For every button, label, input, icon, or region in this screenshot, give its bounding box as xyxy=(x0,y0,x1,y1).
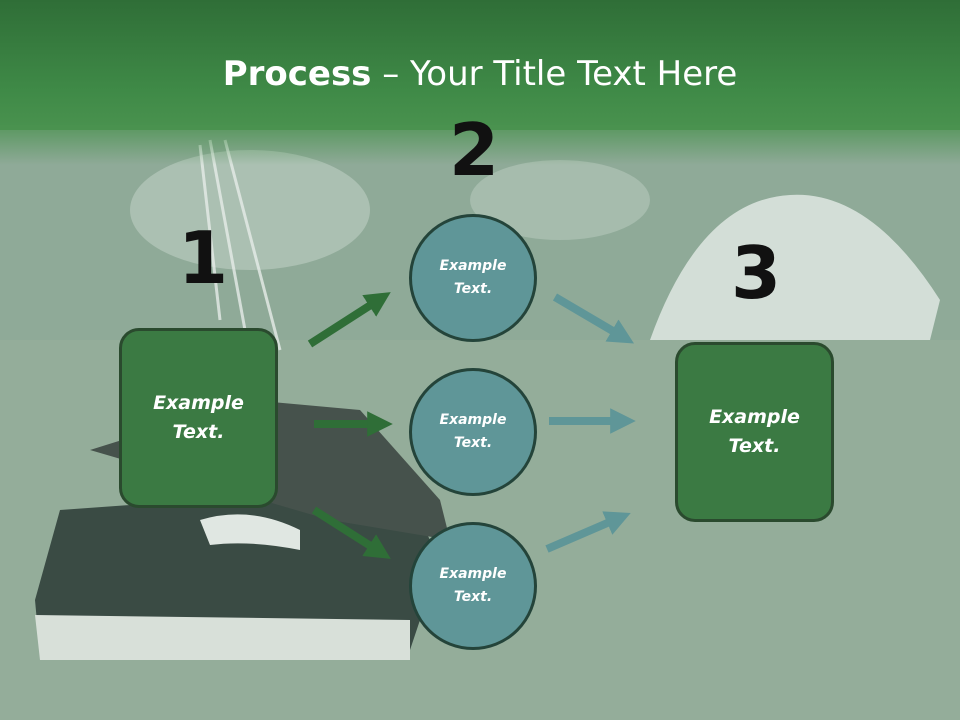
title-bold: Process xyxy=(222,54,372,94)
step1-box: Example Text. xyxy=(119,328,278,508)
step3-box-text: Example Text. xyxy=(709,406,800,457)
arrow-left-bottom xyxy=(311,506,391,559)
step2-circle-middle: Example Text. xyxy=(409,368,537,496)
circle-middle-text: Example Text. xyxy=(439,412,507,451)
step-number-1: 1 xyxy=(178,216,229,300)
step2-circle-top: Example Text. xyxy=(409,214,537,342)
step1-box-text: Example Text. xyxy=(153,392,244,443)
step2-circle-bottom: Example Text. xyxy=(409,522,537,650)
laces xyxy=(198,139,282,351)
slide-title: Process – Your Title Text Here xyxy=(0,52,960,96)
arrow-right-bottom xyxy=(545,511,631,553)
title-banner xyxy=(0,0,960,130)
step-number-3: 3 xyxy=(731,231,782,315)
step3-box: Example Text. xyxy=(675,342,834,522)
arrow-right-top xyxy=(552,293,635,344)
circle-top-text: Example Text. xyxy=(439,258,507,297)
circle-bottom-text: Example Text. xyxy=(439,566,507,605)
banner-fade xyxy=(0,125,960,165)
arrow-left-top xyxy=(307,292,391,348)
step-number-2: 2 xyxy=(449,108,500,192)
title-rest: – Your Title Text Here xyxy=(371,54,738,94)
